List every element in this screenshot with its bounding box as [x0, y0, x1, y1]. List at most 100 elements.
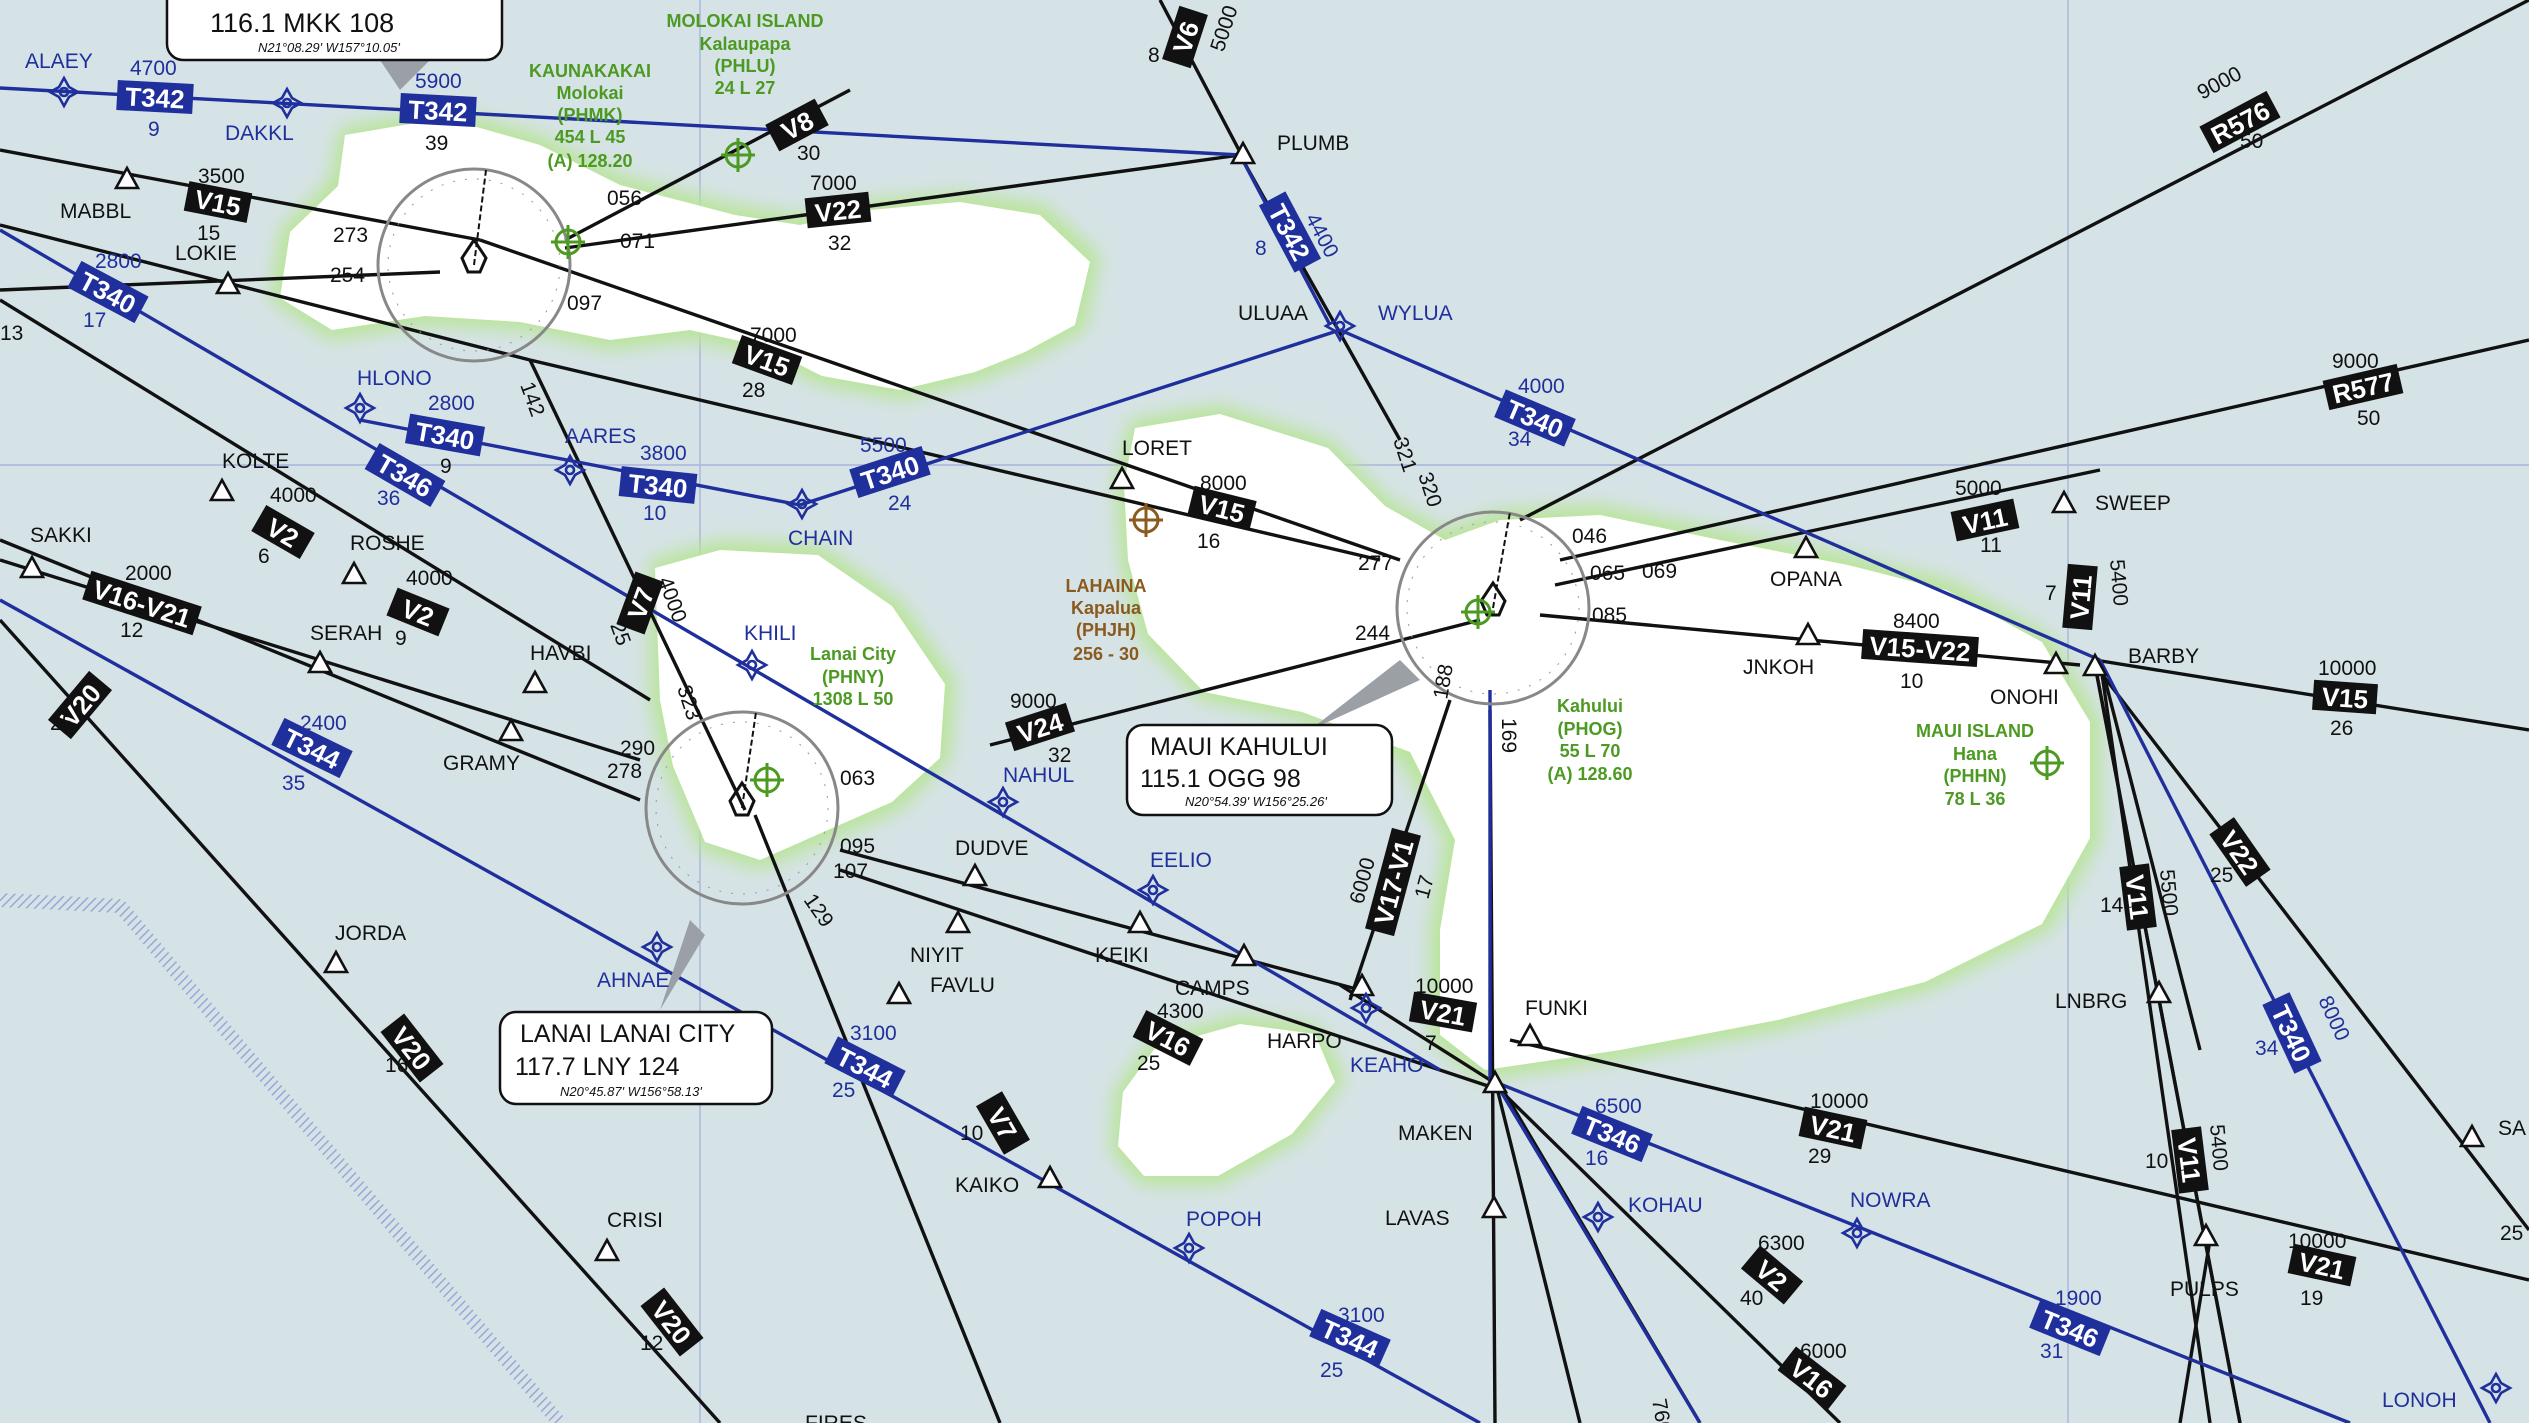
- fix-ahnae: AHNAE: [597, 969, 669, 992]
- airway-lines-tango: [0, 86, 2492, 1423]
- svg-text:(A) 128.60: (A) 128.60: [1547, 764, 1632, 784]
- svg-text:10: 10: [1900, 670, 1923, 693]
- svg-text:046: 046: [1572, 525, 1607, 548]
- fix-lavas: LAVAS: [1385, 1207, 1450, 1230]
- fix-chain: CHAIN: [788, 527, 853, 550]
- lny-coords: N20°45.87' W156°58.13': [560, 1084, 702, 1099]
- svg-text:8400: 8400: [1893, 610, 1940, 633]
- svg-text:10000: 10000: [2318, 657, 2376, 680]
- svg-text:15: 15: [197, 222, 220, 245]
- svg-text:13: 13: [0, 322, 23, 345]
- svg-text:28: 28: [742, 379, 765, 402]
- svg-text:6: 6: [258, 545, 270, 568]
- svg-text:25: 25: [1320, 1359, 1343, 1382]
- fix-nahul: NAHUL: [1003, 764, 1074, 787]
- svg-text:2800: 2800: [95, 250, 142, 273]
- fix-roshe: ROSHE: [350, 532, 425, 555]
- airport-symbols: [551, 138, 2064, 797]
- airport-phjh-icon: [1129, 503, 1163, 537]
- airport-phhn-icon: [2030, 746, 2064, 780]
- svg-text:25: 25: [50, 712, 73, 735]
- svg-text:290: 290: [620, 737, 655, 760]
- fix-pulps: PULPS: [2170, 1278, 2239, 1301]
- svg-text:Hana: Hana: [1953, 744, 1998, 764]
- fix-nowra: NOWRA: [1850, 1189, 1931, 1212]
- fix-sa: SA: [2498, 1117, 2526, 1140]
- ogg-coords: N20°54.39' W156°25.26': [1185, 794, 1327, 809]
- fix-lonoh: LONOH: [2382, 1389, 2457, 1412]
- svg-text:6000: 6000: [1800, 1340, 1847, 1363]
- svg-text:(PHOG): (PHOG): [1558, 719, 1623, 739]
- fix-niyit: NIYIT: [910, 944, 964, 967]
- svg-text:31: 31: [2040, 1340, 2063, 1363]
- svg-text:9: 9: [395, 627, 407, 650]
- fix-lokie: LOKIE: [175, 242, 237, 265]
- fix-plumb: PLUMB: [1277, 132, 1349, 155]
- svg-text:26: 26: [2330, 717, 2353, 740]
- airport-labels: MOLOKAI ISLAND Kalaupapa(PHLU)24 L 27 KAU…: [529, 11, 2034, 809]
- svg-text:25: 25: [1137, 1052, 1160, 1075]
- svg-text:16: 16: [385, 1054, 408, 1077]
- svg-text:35: 35: [282, 772, 305, 795]
- svg-text:24 L 27: 24 L 27: [715, 78, 776, 98]
- svg-text:55 L 70: 55 L 70: [1560, 741, 1621, 761]
- svg-text:MAUI ISLAND: MAUI ISLAND: [1916, 721, 2034, 741]
- fix-kohau: KOHAU: [1628, 1194, 1703, 1217]
- fix-camps: CAMPS: [1175, 977, 1250, 1000]
- fix-mabbl: MABBL: [60, 200, 131, 223]
- svg-text:5000: 5000: [1955, 477, 2002, 500]
- svg-text:(PHLU): (PHLU): [715, 56, 776, 76]
- svg-text:LAHAINA: LAHAINA: [1066, 576, 1147, 596]
- svg-text:T342: T342: [125, 81, 186, 114]
- fix-hlono: HLONO: [357, 367, 432, 390]
- svg-text:(A) 128.20: (A) 128.20: [547, 151, 632, 171]
- shield-v21-a: V21: [1408, 991, 1478, 1033]
- svg-text:107: 107: [833, 860, 868, 883]
- fix-onohi: ONOHI: [1990, 686, 2059, 709]
- svg-text:2000: 2000: [125, 562, 172, 585]
- vor-mkk: [376, 60, 572, 363]
- svg-text:1308 L 50: 1308 L 50: [813, 689, 894, 709]
- fix-wylua: WYLUA: [1378, 302, 1453, 325]
- svg-text:8: 8: [1148, 44, 1160, 67]
- svg-text:454 L 45: 454 L 45: [555, 127, 626, 147]
- ogg-name: MAUI KAHULUI: [1150, 733, 1328, 761]
- svg-text:19: 19: [2300, 1287, 2323, 1310]
- svg-text:78 L 36: 78 L 36: [1945, 789, 2006, 809]
- mkk-frequency: 116.1 MKK 108: [210, 8, 394, 38]
- svg-text:3500: 3500: [198, 165, 245, 188]
- svg-text:6500: 6500: [1595, 1095, 1642, 1118]
- fix-opana: OPANA: [1770, 568, 1842, 591]
- fix-popoh: POPOH: [1186, 1208, 1262, 1231]
- svg-text:16: 16: [1197, 530, 1220, 553]
- shield-v22-a: V22: [804, 191, 872, 228]
- shield-v15v22: V15-V22: [1861, 628, 1979, 667]
- svg-text:4000: 4000: [1518, 375, 1565, 398]
- airport-phmk-icon: [551, 225, 585, 259]
- svg-text:Kapalua: Kapalua: [1071, 598, 1142, 618]
- svg-text:9000: 9000: [2332, 350, 2379, 373]
- svg-text:2400: 2400: [300, 712, 347, 735]
- svg-text:MOLOKAI ISLAND: MOLOKAI ISLAND: [667, 11, 824, 31]
- svg-text:4700: 4700: [130, 57, 177, 80]
- lny-name: LANAI LANAI CITY: [520, 1020, 736, 1048]
- fix-dudve: DUDVE: [955, 837, 1029, 860]
- svg-text:32: 32: [828, 232, 851, 255]
- rnav-waypoints: [47, 75, 2513, 1405]
- svg-text:40: 40: [1740, 1287, 1763, 1310]
- svg-text:278: 278: [607, 760, 642, 783]
- airport-phlu-icon: [721, 138, 755, 172]
- shield-t342-a: T342: [116, 80, 194, 115]
- shield-v11-c: V11: [2119, 863, 2157, 931]
- shield-v11-b: V11: [2062, 563, 2098, 631]
- navaid-box-ogg: MAUI KAHULUI 115.1 OGG 98 N20°54.39' W15…: [1125, 723, 1394, 817]
- svg-text:KAUNAKAKAI: KAUNAKAKAI: [529, 61, 651, 81]
- fix-aares: AARES: [565, 425, 636, 448]
- svg-text:Kalaupapa: Kalaupapa: [699, 34, 791, 54]
- svg-text:34: 34: [2255, 1037, 2279, 1060]
- svg-text:V15: V15: [2321, 681, 2369, 714]
- airport-phny-icon: [750, 763, 784, 797]
- svg-text:(PHHN): (PHHN): [1944, 766, 2007, 786]
- svg-text:25: 25: [2500, 1222, 2523, 1245]
